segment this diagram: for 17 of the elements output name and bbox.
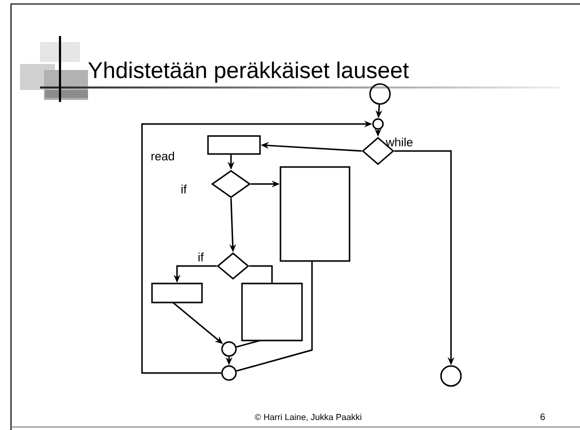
connector-circle xyxy=(369,83,391,105)
process-box xyxy=(241,282,303,342)
node-label: while xyxy=(386,138,413,146)
process-box xyxy=(151,282,203,304)
connector-circle xyxy=(372,118,384,130)
node-label: if xyxy=(182,184,187,194)
connector-circle xyxy=(221,341,237,357)
connector-circle xyxy=(440,365,462,387)
process-box xyxy=(207,135,261,155)
page-number: 6 xyxy=(540,414,545,420)
footer-text: © Harri Laine, Jukka Paakki xyxy=(254,414,362,422)
connector-circle xyxy=(221,365,237,381)
node-label: read xyxy=(152,152,174,160)
arrow xyxy=(249,265,273,283)
node-label: if xyxy=(198,252,204,262)
process-box xyxy=(280,166,350,262)
title: Yhdistetään peräkkäiset lauseet xyxy=(88,62,409,83)
